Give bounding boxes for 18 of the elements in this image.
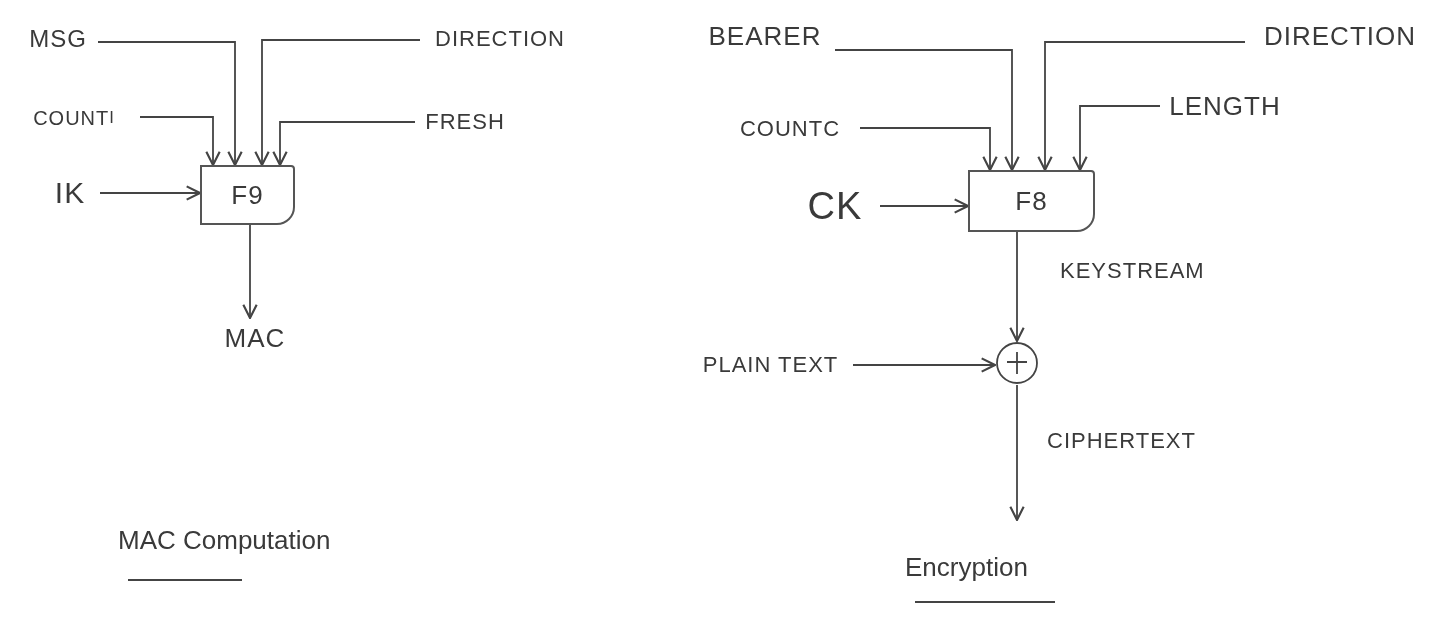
input-label: BEARER bbox=[695, 18, 835, 54]
input-label: CK bbox=[790, 182, 880, 230]
input-label: DIRECTION bbox=[420, 22, 580, 56]
diagram-caption: Encryption bbox=[905, 552, 1028, 583]
function-name: F9 bbox=[231, 179, 264, 211]
input-label: LENGTH bbox=[1160, 88, 1290, 124]
function-box bbox=[200, 165, 295, 225]
diagram-caption: MAC Computation bbox=[118, 525, 331, 556]
function-name: F8 bbox=[1015, 185, 1048, 217]
input-label: PLAIN TEXT bbox=[688, 347, 853, 383]
input-label: MAC bbox=[205, 318, 305, 358]
input-label: COUNTC bbox=[720, 112, 860, 146]
xor-circle bbox=[995, 341, 1039, 385]
input-label: FRESH bbox=[415, 105, 515, 139]
input-label: DIRECTION bbox=[1245, 18, 1435, 54]
input-label: MSG bbox=[18, 22, 98, 56]
function-box bbox=[968, 170, 1095, 232]
input-label: IK bbox=[40, 175, 100, 211]
